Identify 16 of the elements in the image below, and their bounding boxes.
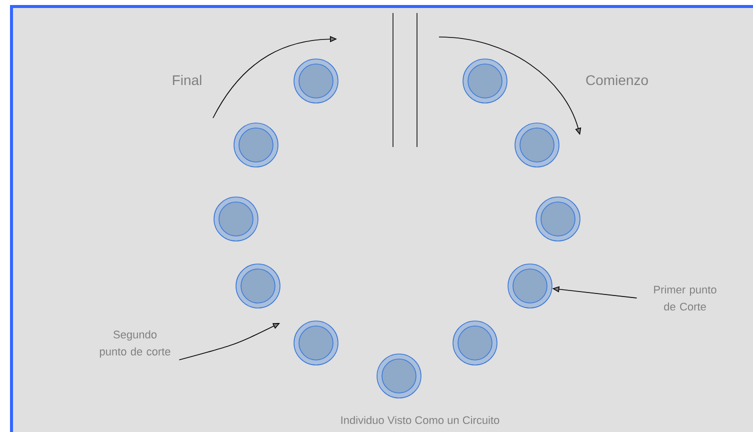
gene-circle <box>234 122 278 168</box>
gene-circle <box>214 196 258 242</box>
gene-circle <box>294 320 338 366</box>
callout-text: Segundo punto de corte <box>100 330 170 358</box>
gene-circle <box>508 264 552 308</box>
direction-label: Comienzo <box>586 74 648 86</box>
callout-text: Primer punto de Corte <box>654 285 716 311</box>
caption: Individuo Visto Como un Circuito <box>341 416 500 424</box>
gene-circle <box>236 264 280 308</box>
gene-circle <box>514 122 560 168</box>
gene-circle <box>462 58 508 104</box>
gene-circle <box>452 320 498 366</box>
gene-circle <box>376 354 422 398</box>
gene-circle <box>294 58 338 104</box>
direction-label: Final <box>172 74 202 86</box>
gene-circle <box>536 196 580 242</box>
